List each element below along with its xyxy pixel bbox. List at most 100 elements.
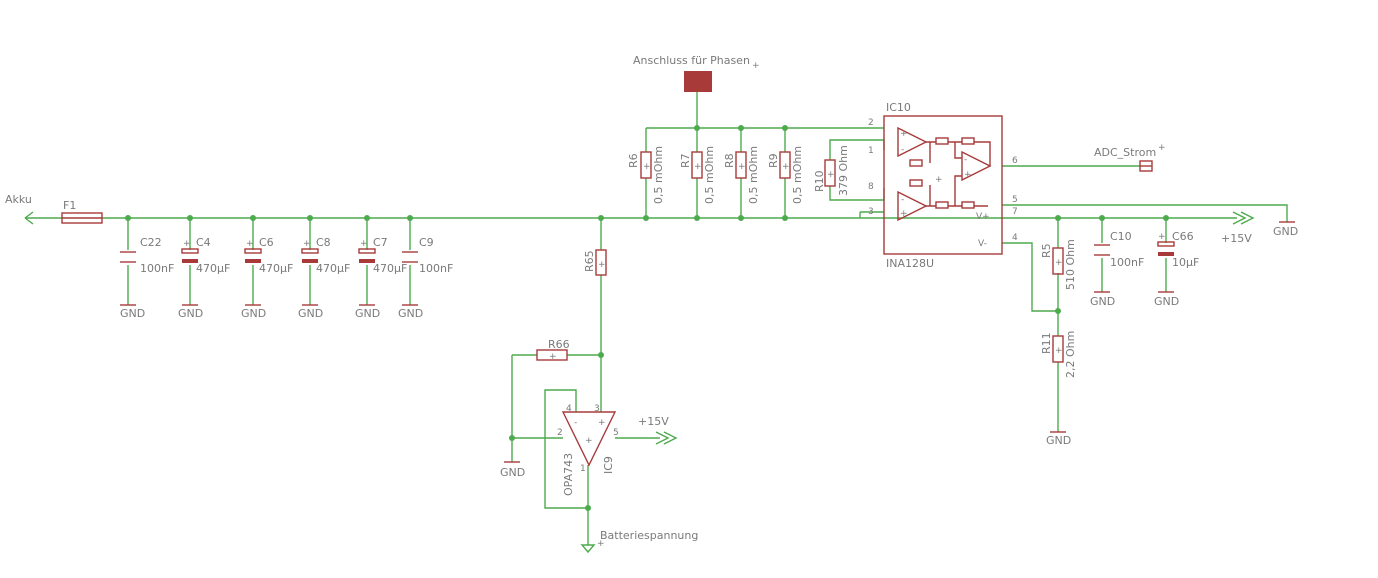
fuse-f1: F1 bbox=[61, 199, 103, 224]
akku-port: Akku bbox=[5, 193, 34, 225]
res-value: 0,5 mOhm bbox=[652, 146, 665, 204]
gnd-label: GND bbox=[298, 307, 323, 320]
shunt-r7: + R7 0,5 mOhm bbox=[679, 146, 716, 204]
junction-dot bbox=[598, 215, 604, 221]
pin-number: 1 bbox=[580, 464, 586, 474]
gnd-symbols-left: GND GND GND GND GND GND bbox=[120, 304, 423, 320]
svg-text:-: - bbox=[901, 195, 904, 205]
svg-text:+: + bbox=[900, 129, 908, 139]
res-name: R65 bbox=[583, 250, 596, 272]
capacitor-c22: C22 100nF bbox=[120, 236, 174, 275]
pin-number: 8 bbox=[868, 182, 874, 192]
gnd-label: GND bbox=[1046, 434, 1071, 447]
gnd-symbol-ic9: GND bbox=[500, 461, 525, 479]
junction-dot bbox=[1055, 308, 1061, 314]
svg-text:-: - bbox=[964, 155, 967, 165]
svg-text:+: + bbox=[183, 239, 191, 249]
svg-text:+: + bbox=[964, 170, 972, 180]
adc-port: ADC_Strom + bbox=[1094, 143, 1166, 172]
cap-name: C9 bbox=[419, 236, 434, 249]
res-name: R9 bbox=[767, 153, 780, 168]
junction-dot bbox=[509, 435, 515, 441]
pin-number: 4 bbox=[1012, 233, 1018, 243]
res-name: R10 bbox=[813, 170, 826, 192]
akku-label: Akku bbox=[5, 193, 32, 206]
svg-text:+: + bbox=[303, 239, 311, 249]
resistor-r11: + R11 2,2 Ohm GND bbox=[1040, 331, 1077, 447]
pin-number: 1 bbox=[868, 146, 874, 156]
junction-dot bbox=[782, 125, 788, 131]
resistor-r5: + R5 510 Ohm bbox=[1040, 239, 1077, 290]
svg-text:+: + bbox=[360, 239, 368, 249]
ic10-part: INA128U bbox=[886, 257, 934, 270]
supply-15v-ic9: +15V bbox=[638, 415, 678, 445]
cap-value: 470µF bbox=[373, 262, 407, 275]
junction-dot bbox=[738, 125, 744, 131]
svg-text:+: + bbox=[1055, 346, 1063, 356]
capacitor-c4: + C4 470µF bbox=[181, 236, 230, 275]
res-name: R5 bbox=[1040, 243, 1053, 258]
junctions bbox=[125, 125, 1169, 511]
cap-name: C22 bbox=[140, 236, 162, 249]
junction-dot bbox=[250, 215, 256, 221]
cap-name: C4 bbox=[196, 236, 211, 249]
junction-dot bbox=[598, 352, 604, 358]
pin-number: 6 bbox=[1012, 156, 1018, 166]
junction-dot bbox=[782, 215, 788, 221]
gnd-symbol-right: GND bbox=[1273, 221, 1298, 238]
ic9-name: IC9 bbox=[602, 456, 615, 474]
ic9-opa743: - + + 4 3 2 5 1 OPA743 IC9 bbox=[557, 404, 619, 496]
svg-text:-: - bbox=[901, 145, 904, 155]
res-name: R66 bbox=[548, 338, 570, 351]
pin-number: 2 bbox=[557, 428, 563, 438]
shunt-r8: + R8 0,5 mOhm bbox=[723, 146, 760, 204]
pin-number: 2 bbox=[868, 118, 874, 128]
cap-value: 470µF bbox=[196, 262, 230, 275]
svg-text:+: + bbox=[900, 209, 908, 219]
junction-dot bbox=[364, 215, 370, 221]
anschluss-label: Anschluss für Phasen bbox=[633, 54, 750, 67]
gnd-label: GND bbox=[120, 307, 145, 320]
res-value: 2,2 Ohm bbox=[1064, 331, 1077, 378]
cap-value: 470µF bbox=[316, 262, 350, 275]
junction-dot bbox=[1055, 215, 1061, 221]
svg-text:+: + bbox=[1158, 232, 1166, 242]
cap-name: C6 bbox=[259, 236, 274, 249]
gnd-label: GND bbox=[500, 466, 525, 479]
res-value: 510 Ohm bbox=[1064, 239, 1077, 290]
shunt-r6: + R6 0,5 mOhm bbox=[627, 146, 665, 204]
cap-value: 100nF bbox=[419, 262, 453, 275]
junction-dot bbox=[125, 215, 131, 221]
cap-name: C10 bbox=[1110, 230, 1132, 243]
capacitor-c7: + C7 470µF bbox=[358, 236, 407, 275]
junction-dot bbox=[1099, 215, 1105, 221]
resistor-r65: + R65 bbox=[583, 249, 607, 276]
svg-text:+: + bbox=[598, 418, 606, 428]
res-value: 0,5 mOhm bbox=[747, 146, 760, 204]
res-name: R11 bbox=[1040, 332, 1053, 354]
svg-text:+: + bbox=[827, 170, 835, 180]
ic10-ina128u: IC10 INA128U + - - + - + + 2 1 8 3 6 5 7… bbox=[868, 101, 1018, 270]
capacitor-c8: + C8 470µF bbox=[301, 236, 350, 275]
pin-number: 4 bbox=[566, 404, 572, 414]
gnd-label: GND bbox=[355, 307, 380, 320]
capacitor-c10: C10 100nF GND bbox=[1090, 230, 1144, 308]
wires bbox=[25, 92, 1288, 545]
capacitor-c6: + C6 470µF bbox=[244, 236, 293, 275]
shunt-r9: + R9 0,5 mOhm bbox=[767, 146, 804, 204]
res-name: R8 bbox=[723, 153, 736, 168]
svg-text:+: + bbox=[549, 352, 557, 362]
capacitor-c9: C9 100nF bbox=[402, 236, 453, 275]
svg-text:+: + bbox=[598, 260, 606, 270]
gnd-label: GND bbox=[1090, 295, 1115, 308]
cap-name: C8 bbox=[316, 236, 331, 249]
ic10-name: IC10 bbox=[886, 101, 911, 114]
svg-text:+: + bbox=[935, 175, 943, 185]
vplus-label: V+ bbox=[976, 212, 990, 222]
pin-number: 5 bbox=[1012, 195, 1018, 205]
junction-dot bbox=[694, 215, 700, 221]
v15-label: +15V bbox=[638, 415, 669, 428]
svg-text:+: + bbox=[585, 436, 593, 446]
svg-text:+: + bbox=[782, 162, 790, 172]
